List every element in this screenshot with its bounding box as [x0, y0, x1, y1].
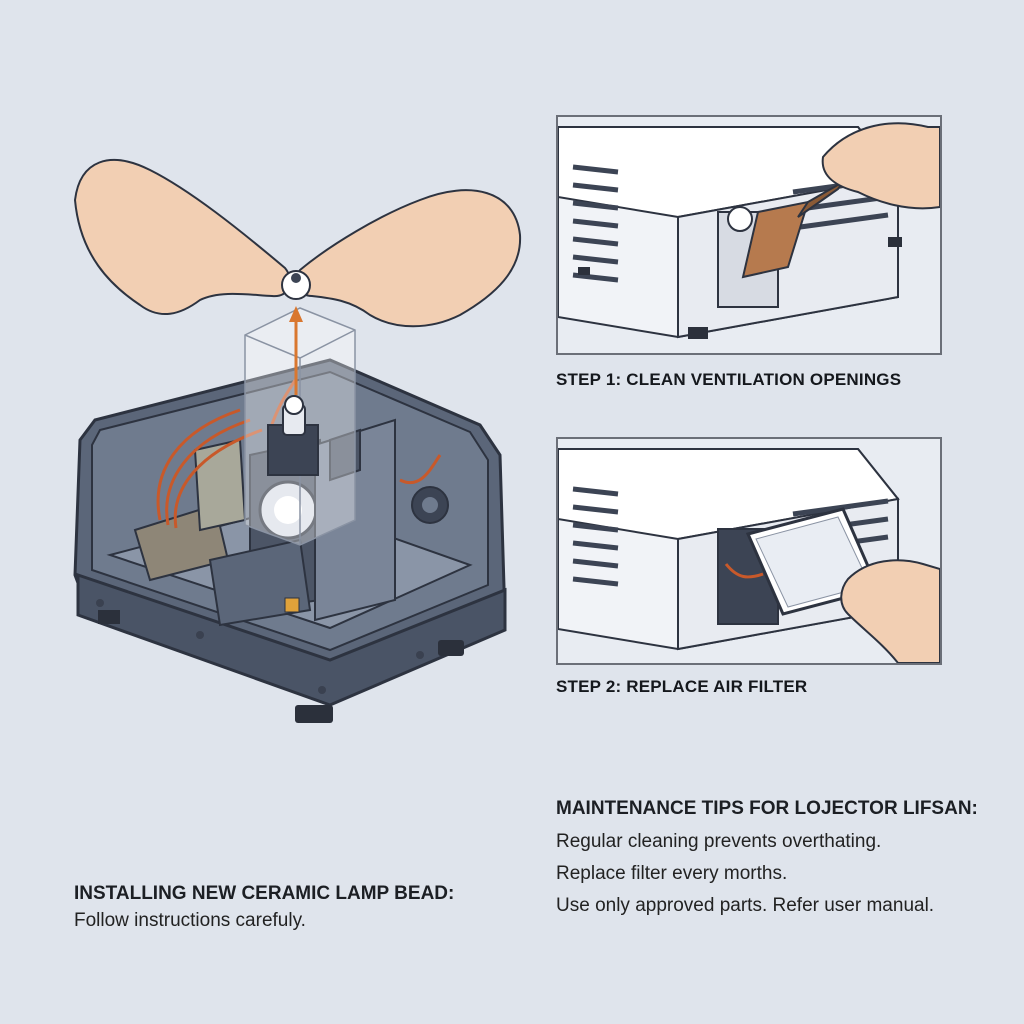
tip-item: Replace filter every morths. — [556, 863, 788, 884]
hands-illustration — [73, 159, 522, 328]
tip-item: Use only approved parts. Refer user manu… — [556, 895, 935, 916]
projector-housing-illustration — [558, 126, 902, 339]
brush-icon — [741, 181, 844, 279]
install-subtitle: Follow instructions carefuly. — [74, 910, 306, 931]
step2-illustration — [558, 448, 940, 663]
install-title: INSTALLING NEW CERAMIC LAMP BEAD: — [74, 883, 455, 904]
step2-label: STEP 2: REPLACE AIR FILTER — [556, 677, 808, 696]
lamp-bead-icon — [244, 307, 356, 546]
hands-illustration — [840, 559, 940, 663]
step1-panel — [556, 115, 942, 355]
tip-item: Regular cleaning prevents overthating. — [556, 831, 882, 852]
arrow-up-icon — [289, 306, 303, 395]
step1-label: STEP 1: CLEAN VENTILATION OPENINGS — [556, 370, 902, 389]
lamp-install-illustration — [73, 159, 522, 723]
step2-panel — [556, 437, 942, 665]
hands-illustration — [821, 122, 940, 210]
tips-title: MAINTENANCE TIPS FOR LOJECTOR LIFSAN: — [556, 798, 978, 819]
step1-illustration — [558, 122, 940, 339]
projector-housing-illustration — [73, 358, 507, 723]
